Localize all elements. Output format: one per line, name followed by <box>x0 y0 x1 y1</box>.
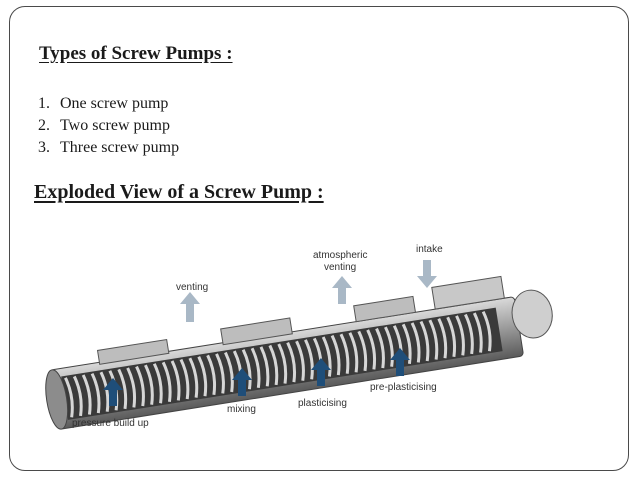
discharge-end <box>45 369 69 430</box>
intake-label: intake <box>416 244 443 255</box>
intake-arrow <box>417 260 437 288</box>
screw-flight <box>428 319 439 360</box>
pre-plasticising-label: pre-plasticising <box>370 382 437 393</box>
list-label: One screw pump <box>60 95 169 112</box>
screw-flight <box>357 330 368 372</box>
flange-block <box>353 295 417 323</box>
screw-flight <box>224 351 234 393</box>
types-heading: Types of Screw Pumps : <box>39 43 233 64</box>
list-item: 3. Three screw pump <box>38 137 179 159</box>
screw-flight <box>152 363 163 404</box>
screw-flight <box>446 316 457 357</box>
list-label: Three screw pump <box>60 139 180 156</box>
feed-housing <box>431 275 505 310</box>
screw-flight <box>64 377 74 418</box>
flange-block <box>220 317 293 346</box>
atmospheric-venting-arrow <box>332 276 352 304</box>
screw-flights <box>64 311 492 418</box>
screw-flight <box>81 374 92 415</box>
flange-block <box>96 338 170 365</box>
screw-flight <box>188 357 199 398</box>
screw-flight <box>277 343 288 384</box>
list-number: 3. <box>38 139 50 156</box>
atmospheric-label-2: venting <box>324 262 356 273</box>
mixing-arrow <box>232 368 252 396</box>
screw-flight <box>144 364 154 405</box>
drive-end <box>511 289 553 339</box>
screw-flight <box>135 365 145 407</box>
atmospheric-label-1: atmospheric <box>313 250 367 261</box>
screw-flight <box>321 336 332 377</box>
screw-flight <box>419 320 430 362</box>
list-label: Two screw pump <box>60 117 170 134</box>
screw-flight <box>330 334 341 376</box>
screw-flight <box>286 341 297 383</box>
screw-flight <box>339 333 350 374</box>
screw-flight <box>481 311 492 352</box>
screw-flight <box>437 318 448 359</box>
screw-flight <box>410 322 421 363</box>
pre-plasticising-arrow <box>390 348 410 376</box>
list-number: 1. <box>38 95 50 112</box>
screw-flight <box>99 371 110 412</box>
screw-flight <box>241 349 252 390</box>
screw-flight <box>366 329 377 370</box>
list-item: 1. One screw pump <box>38 93 179 115</box>
list-item: 2. Two screw pump <box>38 115 179 137</box>
screw-flight <box>250 347 261 388</box>
screw-flight <box>375 327 385 369</box>
screw-flight <box>295 340 305 381</box>
venting-label: venting <box>176 282 208 293</box>
screw-flight <box>72 375 83 417</box>
screw-pump-diagram: venting atmospheric venting intake press… <box>45 244 553 430</box>
screw-flight <box>90 372 101 414</box>
screw-flight <box>348 332 359 373</box>
screw-flight <box>472 312 483 353</box>
screw-flight <box>384 326 394 367</box>
pressure-arrow <box>103 378 123 406</box>
plasticising-label: plasticising <box>298 398 347 409</box>
screw-flight <box>117 368 128 410</box>
screw-flight <box>161 361 172 403</box>
screw-flight <box>259 346 270 387</box>
screw-flight <box>197 356 208 397</box>
plasticising-arrow <box>311 358 331 386</box>
venting-arrow <box>180 292 200 322</box>
screw-flight <box>268 344 279 386</box>
screw-flight <box>215 353 225 394</box>
screw-flight <box>170 360 181 401</box>
list-number: 2. <box>38 117 50 134</box>
mixing-label: mixing <box>227 404 256 415</box>
screw-flight <box>304 339 314 380</box>
pump-types-list: 1. One screw pump 2. Two screw pump 3. Thre… <box>38 93 179 159</box>
screw-flight <box>126 367 137 408</box>
pressure-label: pressure build up <box>72 418 149 429</box>
screw-flight <box>455 315 465 356</box>
screw-flight <box>206 354 217 396</box>
screw-flight <box>464 313 474 355</box>
screw-flight <box>401 323 412 365</box>
screw-flight <box>179 358 190 400</box>
barrel-assembly <box>45 275 553 430</box>
exploded-view-heading: Exploded View of a Screw Pump : <box>34 181 324 203</box>
